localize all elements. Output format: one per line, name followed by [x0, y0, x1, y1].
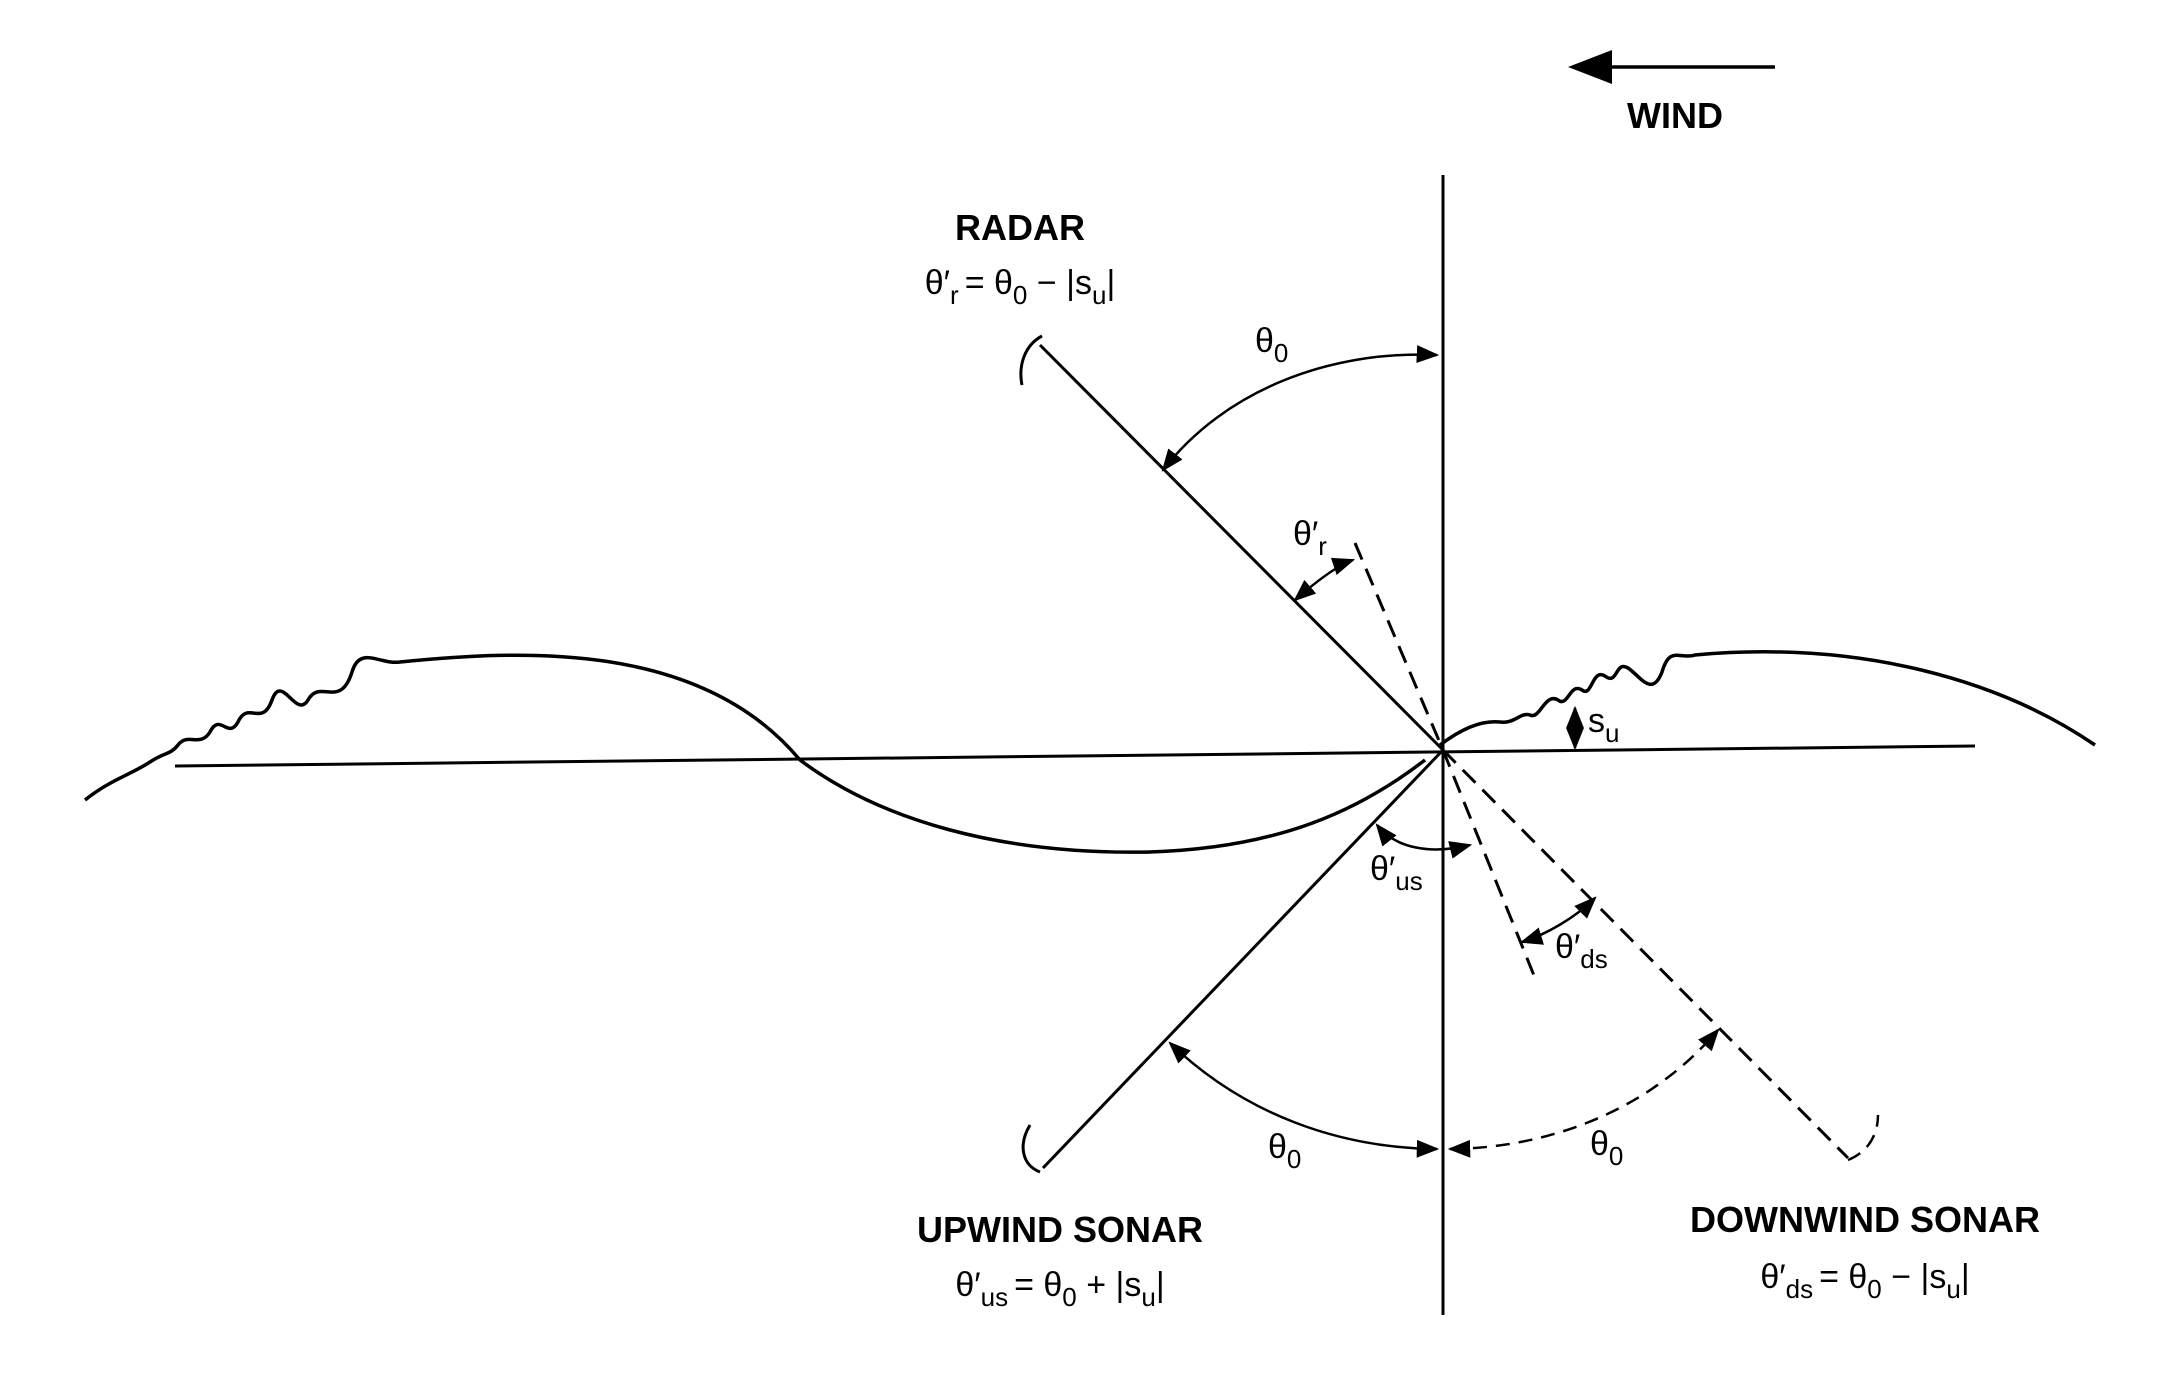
- radar-beam-line: [1038, 343, 1445, 752]
- downwind-sonar-title: DOWNWIND SONAR: [1690, 1199, 2040, 1240]
- downwind-theta0-label: θ0: [1590, 1125, 1623, 1171]
- sea-surface-wave-right: [1438, 650, 2096, 747]
- upwind-sonar-equation: θ′us= θ0 + |su|: [955, 1266, 1164, 1312]
- downwind-sonar-equation: θ′ds= θ0 − |su|: [1760, 1258, 1969, 1304]
- wind-arrow: [1568, 50, 1775, 84]
- downwind-sonar-beam-dashed: [1441, 748, 1850, 1160]
- downwind-sonar-antenna-icon: [1847, 1114, 1880, 1162]
- upwind-theta-us-label: θ′us: [1370, 850, 1423, 896]
- radar-title: RADAR: [955, 207, 1085, 248]
- upwind-sonar-antenna-icon: [1021, 1124, 1041, 1174]
- upwind-sonar-title: UPWIND SONAR: [917, 1209, 1203, 1250]
- upwind-theta0-label: θ0: [1268, 1128, 1301, 1174]
- wind-label: WIND: [1627, 95, 1723, 136]
- downwind-theta0-arc: [1447, 1028, 1720, 1158]
- downwind-local-normal-dashed: [1441, 749, 1537, 979]
- radar-local-normal-dashed: [1353, 542, 1445, 751]
- sea-surface-wave-left: [83, 653, 1427, 854]
- upwind-sonar-beam-line: [1041, 748, 1445, 1170]
- radar-theta-r-arc: [1293, 557, 1356, 602]
- radar-equation: θ′r= θ0 − |su|: [925, 264, 1116, 310]
- horizontal-mean-surface-line: [174, 744, 1976, 768]
- downwind-theta-ds-arc: [1519, 896, 1597, 945]
- upwind-theta-us-arc: [1375, 823, 1473, 859]
- upwind-theta0-arc: [1168, 1041, 1440, 1158]
- radar-theta-r-label: θ′r: [1293, 515, 1327, 561]
- radar-antenna-icon: [1019, 334, 1043, 386]
- downwind-theta-ds-label: θ′ds: [1555, 928, 1608, 974]
- radar-theta0-label: θ0: [1255, 322, 1288, 368]
- slope-su-label: su: [1588, 702, 1619, 748]
- radar-theta0-arc: [1161, 345, 1440, 472]
